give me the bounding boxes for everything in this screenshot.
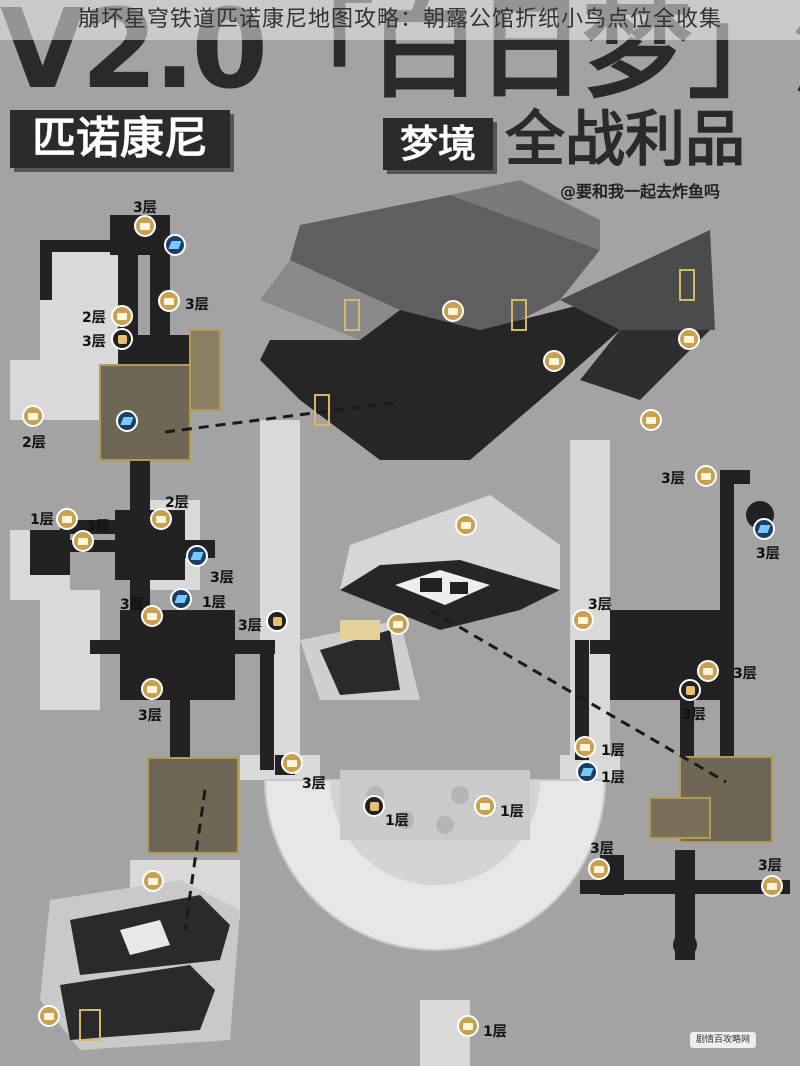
floor-label: 3层	[302, 776, 326, 792]
puzzle-icon[interactable]	[363, 795, 385, 817]
floor-label: 3层	[661, 471, 685, 487]
chest-icon[interactable]	[457, 1015, 479, 1037]
origami-bird-icon[interactable]	[116, 410, 138, 432]
chest-icon[interactable]	[588, 858, 610, 880]
leader-line	[164, 400, 401, 434]
location-tag: 匹诺康尼	[10, 110, 230, 168]
chest-icon[interactable]	[761, 875, 783, 897]
chest-icon[interactable]	[56, 508, 78, 530]
room-olive-side	[189, 329, 221, 411]
floor-label: 3层	[138, 708, 162, 724]
loot-title: 全战利品	[505, 105, 745, 175]
floor-label: 3层	[86, 519, 110, 535]
chest-icon[interactable]	[695, 465, 717, 487]
floor-label: 3层	[238, 618, 262, 634]
floor-label: 1层	[202, 595, 226, 611]
puzzle-icon[interactable]	[266, 610, 288, 632]
floor-label: 3层	[758, 858, 782, 874]
map-corridors-right	[575, 470, 790, 960]
origami-bird-icon[interactable]	[753, 518, 775, 540]
chest-icon[interactable]	[697, 660, 719, 682]
floor-label: 1层	[483, 1024, 507, 1040]
courtyard-pillar	[436, 816, 454, 834]
chest-icon[interactable]	[38, 1005, 60, 1027]
leader-line	[183, 789, 207, 931]
origami-bird-icon[interactable]	[170, 588, 192, 610]
chest-icon[interactable]	[281, 752, 303, 774]
chest-icon[interactable]	[574, 736, 596, 758]
chest-icon[interactable]	[72, 530, 94, 552]
floor-label: 1层	[601, 770, 625, 786]
floor-label: 3层	[756, 546, 780, 562]
building-mid-3d	[300, 495, 560, 700]
room-olive	[99, 364, 191, 461]
courtyard-pillar	[396, 811, 414, 829]
chest-icon[interactable]	[134, 215, 156, 237]
page-caption: 崩坏星穹铁道匹诺康尼地图攻略：朝露公馆折纸小鸟点位全收集	[0, 0, 800, 40]
building-top-3d	[260, 180, 715, 460]
floor-label: 1层	[30, 512, 54, 528]
chest-icon[interactable]	[158, 290, 180, 312]
floor-label: 3层	[733, 666, 757, 682]
watermark: 剧情百攻略网	[690, 1032, 756, 1048]
chest-icon[interactable]	[141, 605, 163, 627]
chest-icon[interactable]	[640, 409, 662, 431]
floor-label: 3层	[588, 597, 612, 613]
chest-icon[interactable]	[150, 508, 172, 530]
chest-icon[interactable]	[142, 870, 164, 892]
floor-label: 3层	[590, 841, 614, 857]
floor-label: 3层	[133, 200, 157, 216]
chest-icon[interactable]	[455, 514, 477, 536]
puzzle-icon[interactable]	[111, 328, 133, 350]
chest-icon[interactable]	[474, 795, 496, 817]
floor-label: 1层	[601, 743, 625, 759]
chest-icon[interactable]	[543, 350, 565, 372]
floor-label: 2层	[82, 310, 106, 326]
floor-label: 1层	[500, 804, 524, 820]
building-bottom-3d	[40, 880, 240, 1050]
floor-label: 3层	[82, 334, 106, 350]
chest-icon[interactable]	[572, 609, 594, 631]
origami-bird-icon[interactable]	[164, 234, 186, 256]
leader-line	[429, 608, 727, 784]
room-olive-right-ext	[649, 797, 711, 839]
dream-tag: 梦境	[383, 118, 493, 170]
floor-label: 3层	[682, 707, 706, 723]
floor-label: 3层	[185, 297, 209, 313]
chest-icon[interactable]	[111, 305, 133, 327]
chest-icon[interactable]	[442, 300, 464, 322]
floor-label: 3层	[120, 597, 144, 613]
author-credit: @要和我一起去炸鱼吗	[560, 182, 721, 201]
chest-icon[interactable]	[22, 405, 44, 427]
origami-bird-icon[interactable]	[186, 545, 208, 567]
floor-label: 2层	[22, 435, 46, 451]
floor-label: 2层	[165, 495, 189, 511]
room-olive-bottom	[147, 757, 239, 854]
courtyard-pillar	[451, 786, 469, 804]
chest-icon[interactable]	[141, 678, 163, 700]
floor-label: 3层	[210, 570, 234, 586]
floor-label: 1层	[385, 813, 409, 829]
origami-bird-icon[interactable]	[576, 761, 598, 783]
chest-icon[interactable]	[387, 613, 409, 635]
chest-icon[interactable]	[678, 328, 700, 350]
puzzle-icon[interactable]	[679, 679, 701, 701]
